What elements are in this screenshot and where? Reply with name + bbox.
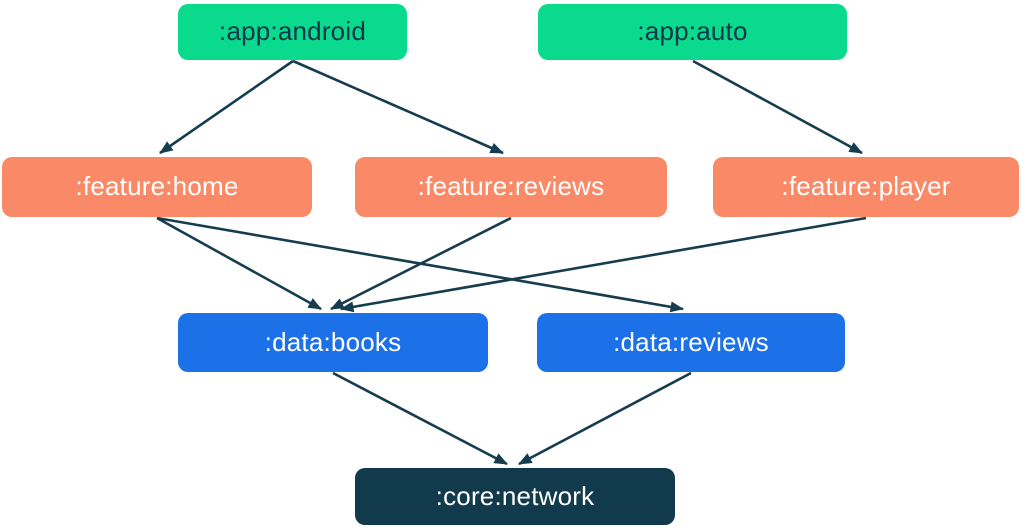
edge-data-reviews-to-core-network	[518, 371, 692, 466]
node-label: :feature:player	[781, 171, 951, 201]
node-label: :app:auto	[637, 16, 748, 46]
node-data-books: :data:books	[178, 313, 488, 372]
edge-data-books-to-core-network	[332, 371, 508, 466]
node-feature-player: :feature:player	[713, 157, 1019, 217]
node-feature-reviews: :feature:reviews	[355, 157, 667, 217]
edge-feature-home-to-data-books	[156, 216, 322, 311]
node-label: :data:books	[264, 326, 402, 357]
edge-app-android-to-feature-reviews	[292, 59, 504, 155]
node-core-network: :core:network	[355, 468, 675, 525]
edge-feature-reviews-to-data-books	[330, 216, 512, 311]
node-label: :core:network	[435, 480, 595, 511]
node-label: :data:reviews	[613, 326, 769, 357]
node-data-reviews: :data:reviews	[537, 313, 845, 372]
node-label: :feature:home	[75, 171, 239, 201]
node-feature-home: :feature:home	[2, 157, 312, 217]
edge-feature-player-to-data-books	[340, 216, 867, 313]
node-app-android: :app:android	[178, 4, 407, 60]
edge-app-android-to-feature-home	[159, 59, 294, 155]
node-app-auto: :app:auto	[538, 4, 847, 60]
edge-feature-home-to-data-reviews	[156, 216, 684, 313]
node-label: :feature:reviews	[417, 171, 605, 201]
node-label: :app:android	[219, 16, 366, 46]
edge-app-auto-to-feature-player	[692, 59, 863, 155]
